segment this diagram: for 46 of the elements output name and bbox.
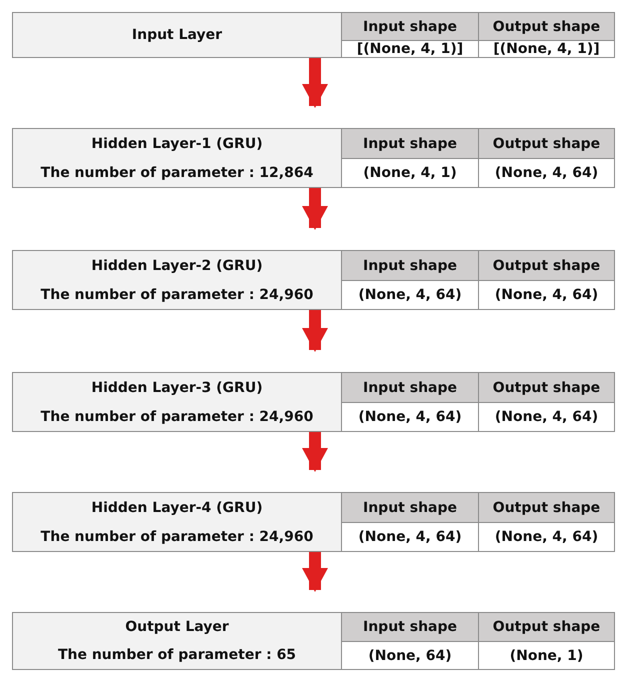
column-header: Output shape (478, 373, 614, 403)
parameter-count: The number of parameter : 24,960 (40, 408, 314, 424)
parameter-count: The number of parameter : 24,960 (40, 528, 314, 544)
shape-value: [(None, 4, 1)] (478, 41, 614, 57)
layer-block (12, 372, 615, 432)
shape-value: (None, 4, 64) (478, 281, 614, 309)
column-header: Output shape (478, 613, 614, 642)
parameter-count: The number of parameter : 12,864 (40, 164, 314, 180)
parameter-count: The number of parameter : 24,960 (40, 286, 314, 302)
shape-value: (None, 4, 1) (362, 164, 458, 183)
column-header: Output shape (478, 493, 614, 523)
column-header: Input shape (342, 493, 478, 523)
column-header: Output shape (478, 129, 614, 159)
arrow (302, 432, 328, 472)
column-header: Output shape (478, 251, 614, 281)
arrow (302, 310, 328, 352)
shape-value: (None, 4, 64) (478, 403, 614, 431)
column-header: Input shape (342, 251, 478, 281)
shape-value: (None, 1) (478, 642, 614, 669)
layer-block (12, 250, 615, 310)
layer-title: Output Layer (125, 619, 229, 635)
layer-block (12, 492, 615, 552)
shape-value: (None, 4, 64) (478, 523, 614, 551)
layer-title: Input Layer (132, 27, 222, 43)
column-header: Input shape (342, 373, 478, 403)
layer-block (12, 12, 615, 58)
column-header: Output shape (478, 13, 614, 41)
shape-value: (None, 64) (367, 646, 453, 666)
shape-value: (None, 4, 64) (357, 528, 463, 547)
arrow (302, 552, 328, 592)
shape-value: (None, 4, 64) (478, 159, 614, 187)
arrow (302, 58, 328, 108)
layer-block (12, 612, 615, 670)
layer-title: Hidden Layer-4 (GRU) (91, 500, 263, 516)
layer-block (12, 128, 615, 188)
column-header: Input shape (342, 129, 478, 159)
layer-title: Hidden Layer-3 (GRU) (91, 380, 263, 396)
shape-value: (None, 4, 64) (357, 408, 463, 427)
column-header: Input shape (342, 613, 478, 642)
shape-value: (None, 4, 64) (357, 286, 463, 305)
arrow (302, 188, 328, 230)
layer-title: Hidden Layer-1 (GRU) (91, 136, 263, 152)
layer-title: Hidden Layer-2 (GRU) (91, 258, 263, 274)
column-header: Input shape (342, 13, 478, 41)
parameter-count: The number of parameter : 65 (58, 647, 296, 663)
shape-value: [(None, 4, 1)] (356, 41, 464, 57)
